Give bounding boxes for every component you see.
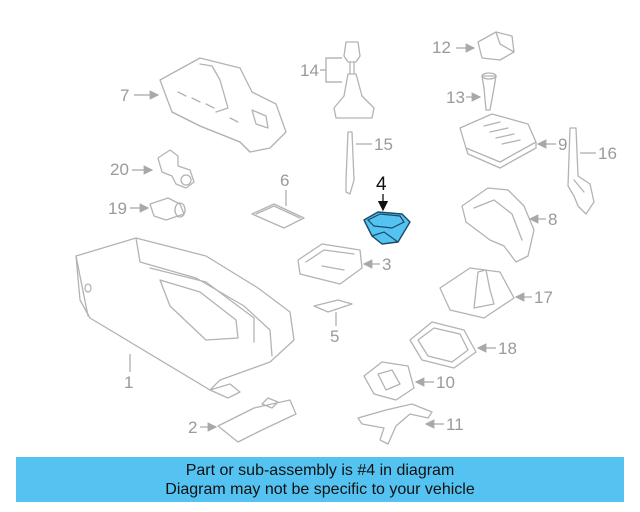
- part-16-bracket: [567, 127, 595, 215]
- callout-7: 7: [120, 86, 129, 105]
- info-banner: Part or sub-assembly is #4 in diagram Di…: [16, 457, 624, 502]
- part-2-bracket: [217, 397, 297, 443]
- callout-1: 1: [124, 373, 133, 392]
- part-5-clip: [313, 299, 353, 313]
- part-19-socket: [149, 197, 186, 221]
- callout-4: 4: [376, 174, 387, 195]
- part-6-mat: [251, 203, 305, 229]
- banner-line-1: Part or sub-assembly is #4 in diagram: [185, 461, 455, 479]
- callout-19: 19: [108, 199, 127, 218]
- part-14-shift-knob: [333, 41, 375, 119]
- callout-8: 8: [548, 210, 557, 229]
- callout-17: 17: [534, 288, 553, 307]
- part-3-bin: [297, 243, 363, 285]
- parts-diagram: 7 14 12 13 15 9 16: [75, 31, 617, 445]
- part-7-shifter-housing: [159, 57, 287, 153]
- callout-10: 10: [436, 373, 455, 392]
- callout-9: 9: [558, 135, 567, 154]
- part-11-bracket: [357, 403, 433, 445]
- part-1-console: [75, 237, 295, 399]
- part-9-indicator-panel: [459, 113, 537, 169]
- callout-16: 16: [598, 144, 617, 163]
- callout-13: 13: [446, 88, 465, 107]
- callout-12: 12: [432, 38, 451, 57]
- callout-6: 6: [280, 171, 289, 190]
- callout-20: 20: [110, 160, 129, 179]
- part-8-bezel: [461, 187, 535, 263]
- part-10-plate: [363, 361, 415, 401]
- callout-2: 2: [188, 418, 197, 437]
- banner-line-2: Diagram may not be specific to your vehi…: [165, 480, 475, 498]
- part-17-boot: [439, 267, 515, 319]
- part-15-rod: [345, 131, 355, 195]
- part-20-connector: [157, 149, 195, 189]
- part-4-cup-insert: [363, 211, 411, 245]
- callout-11: 11: [446, 415, 464, 434]
- callout-15: 15: [374, 135, 393, 154]
- callout-14: 14: [300, 61, 319, 80]
- part-13-sleeve: [481, 72, 497, 111]
- callout-18: 18: [498, 339, 517, 358]
- callout-3: 3: [382, 255, 391, 274]
- part-12-knob: [477, 31, 515, 61]
- callout-5: 5: [330, 327, 339, 346]
- part-18-ring: [409, 321, 477, 369]
